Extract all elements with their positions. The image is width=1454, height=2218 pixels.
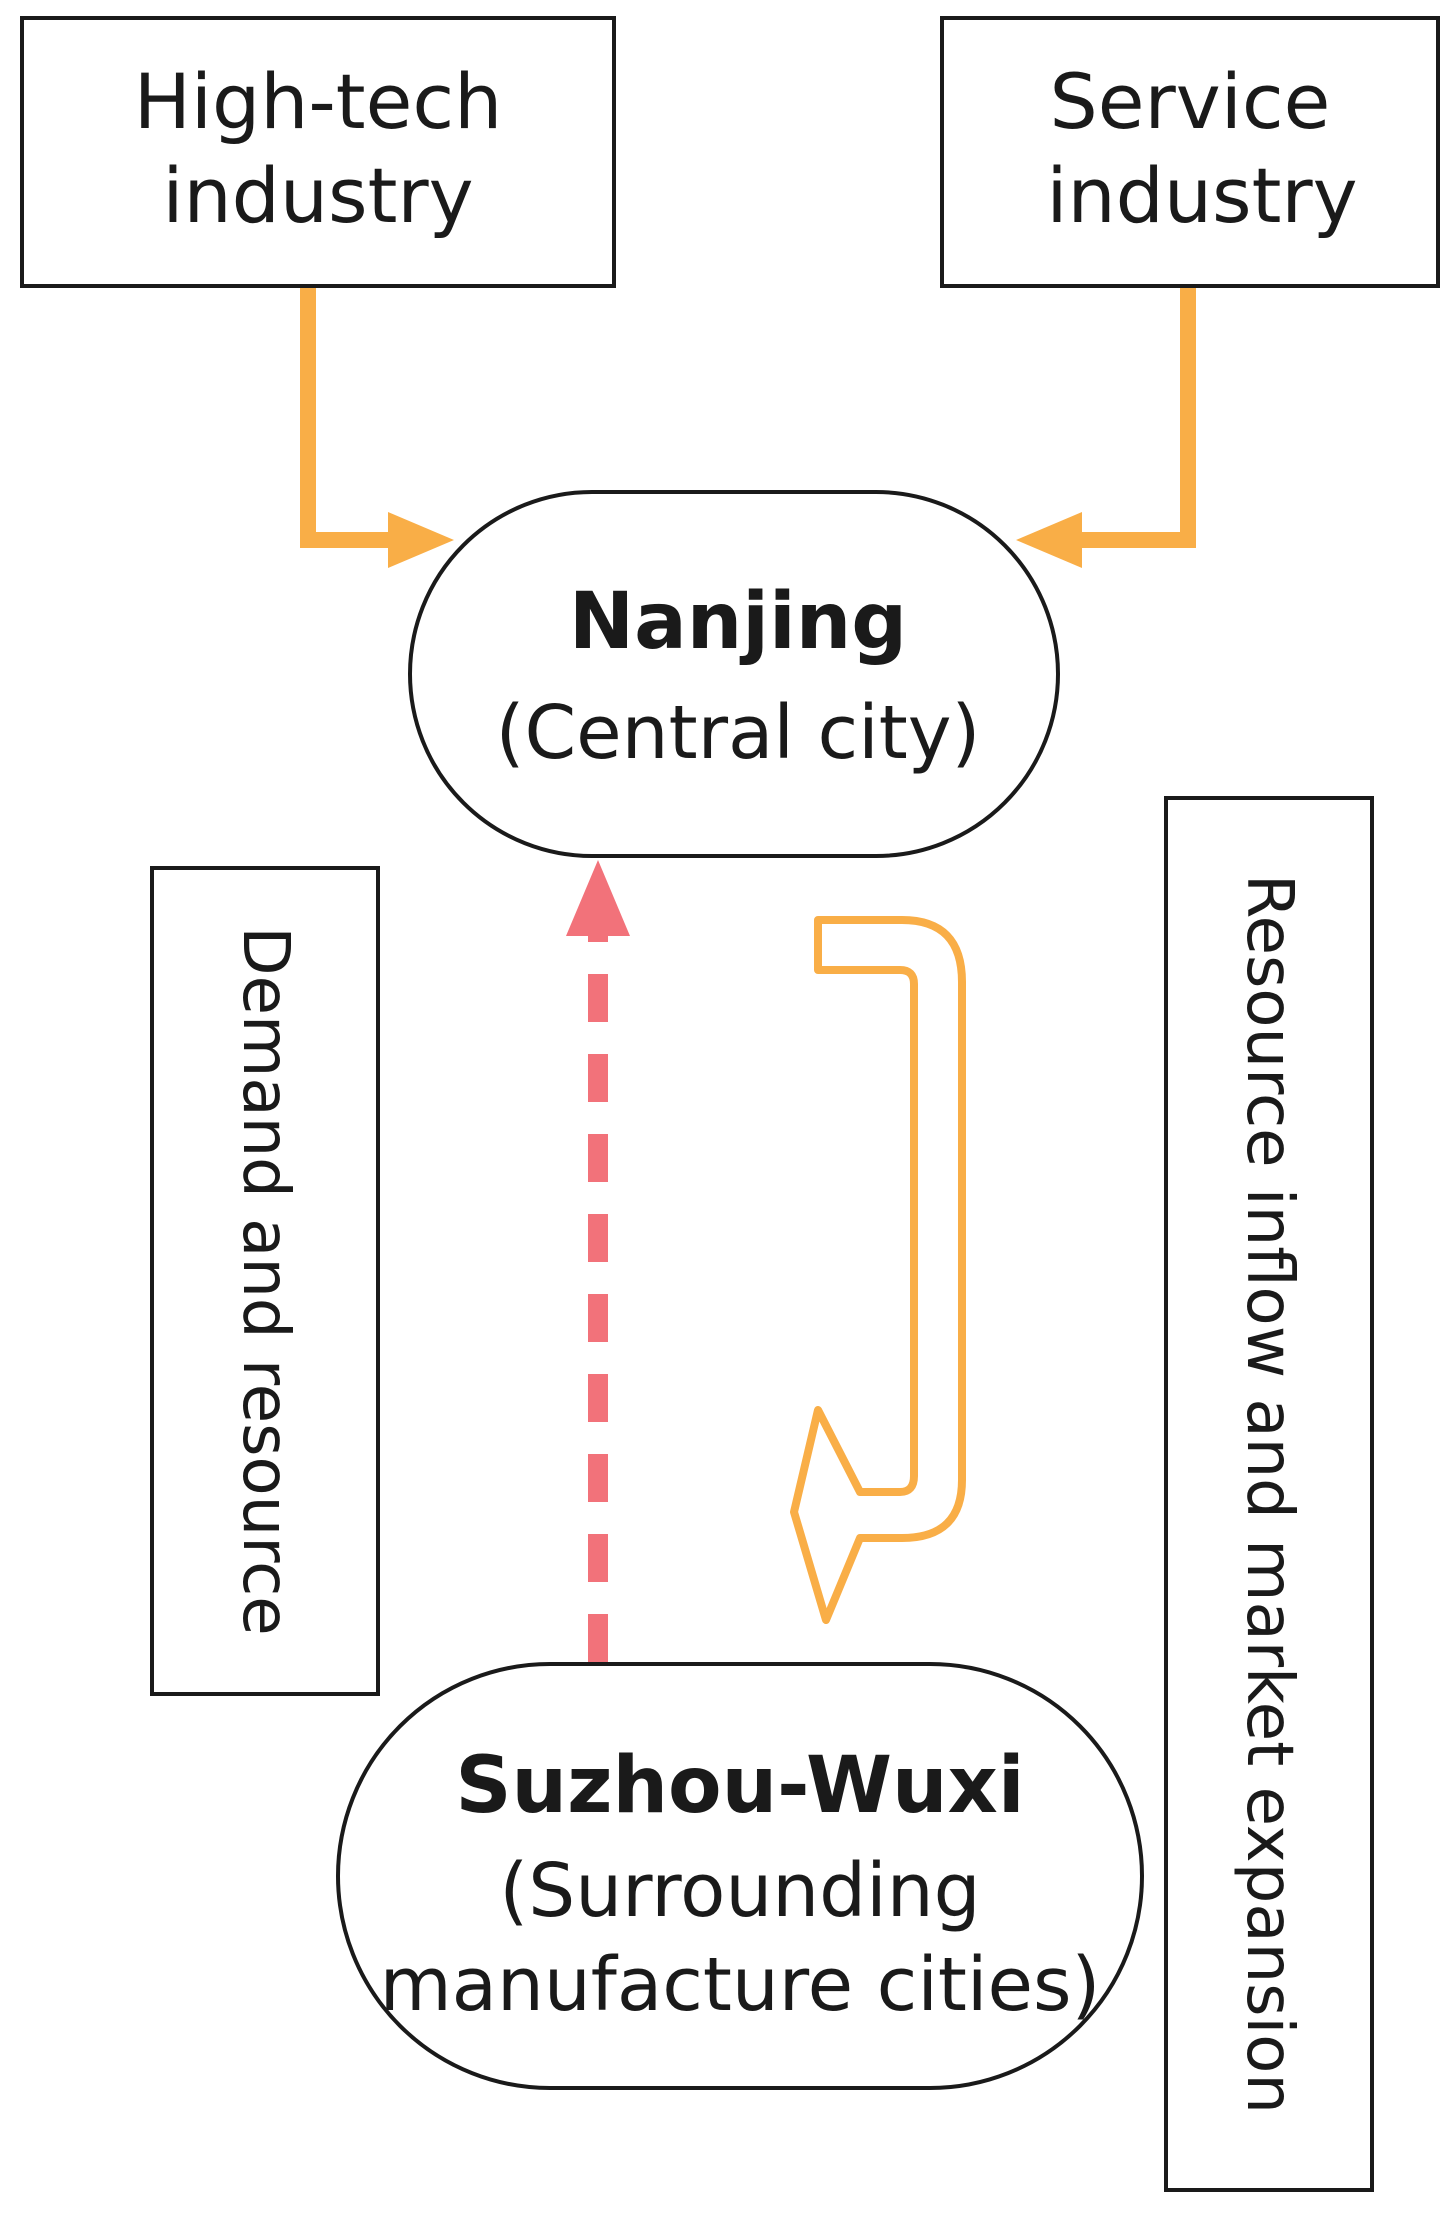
service-industry-box: Service industry [940,16,1440,288]
demand-and-resource-label: Demand and resource [228,926,302,1635]
service-to-nanjing-arrow [1016,288,1196,568]
suzhou-wuxi-node: Suzhou-Wuxi (Surrounding manufacture cit… [336,1662,1144,2090]
service-arrow-head [1016,512,1082,568]
nanjing-node-frame [408,490,1060,858]
nanjing-subtitle: (Central city) [496,690,981,776]
high-tech-box-frame [20,16,616,288]
high-tech-to-nanjing-arrow [300,288,454,568]
high-tech-label-line1: High-tech [134,57,503,146]
red-dashed-arrow-head [566,860,630,936]
suzhou-wuxi-subtitle-line1: (Surrounding [499,1848,980,1934]
suzhou-to-nanjing-dashed-arrow [566,860,630,1662]
service-label-line2: industry [1046,151,1357,240]
high-tech-label-line2: industry [162,151,473,240]
demand-box-frame [150,866,380,1696]
high-tech-industry-box: High-tech industry [20,16,616,288]
suzhou-wuxi-node-frame [336,1662,1144,2090]
demand-and-resource-box: Demand and resource [150,866,380,1696]
nanjing-to-suzhou-hollow-arrow [790,916,966,1624]
orange-hollow-arrow-shape [790,916,966,1624]
service-arrow-line [1078,288,1196,548]
suzhou-wuxi-title: Suzhou-Wuxi [455,1741,1024,1831]
service-label-line1: Service [1050,57,1331,146]
resource-inflow-box-frame [1164,796,1374,2192]
nanjing-node: Nanjing (Central city) [408,490,1060,858]
suzhou-wuxi-subtitle-line2: manufacture cities) [380,1942,1101,2028]
resource-inflow-label: Resource inflow and market expansion [1232,874,1306,2114]
resource-inflow-box: Resource inflow and market expansion [1164,796,1374,2192]
service-box-frame [940,16,1440,288]
high-tech-arrow-line [300,288,392,548]
nanjing-title: Nanjing [569,577,907,667]
high-tech-arrow-head [388,512,454,568]
